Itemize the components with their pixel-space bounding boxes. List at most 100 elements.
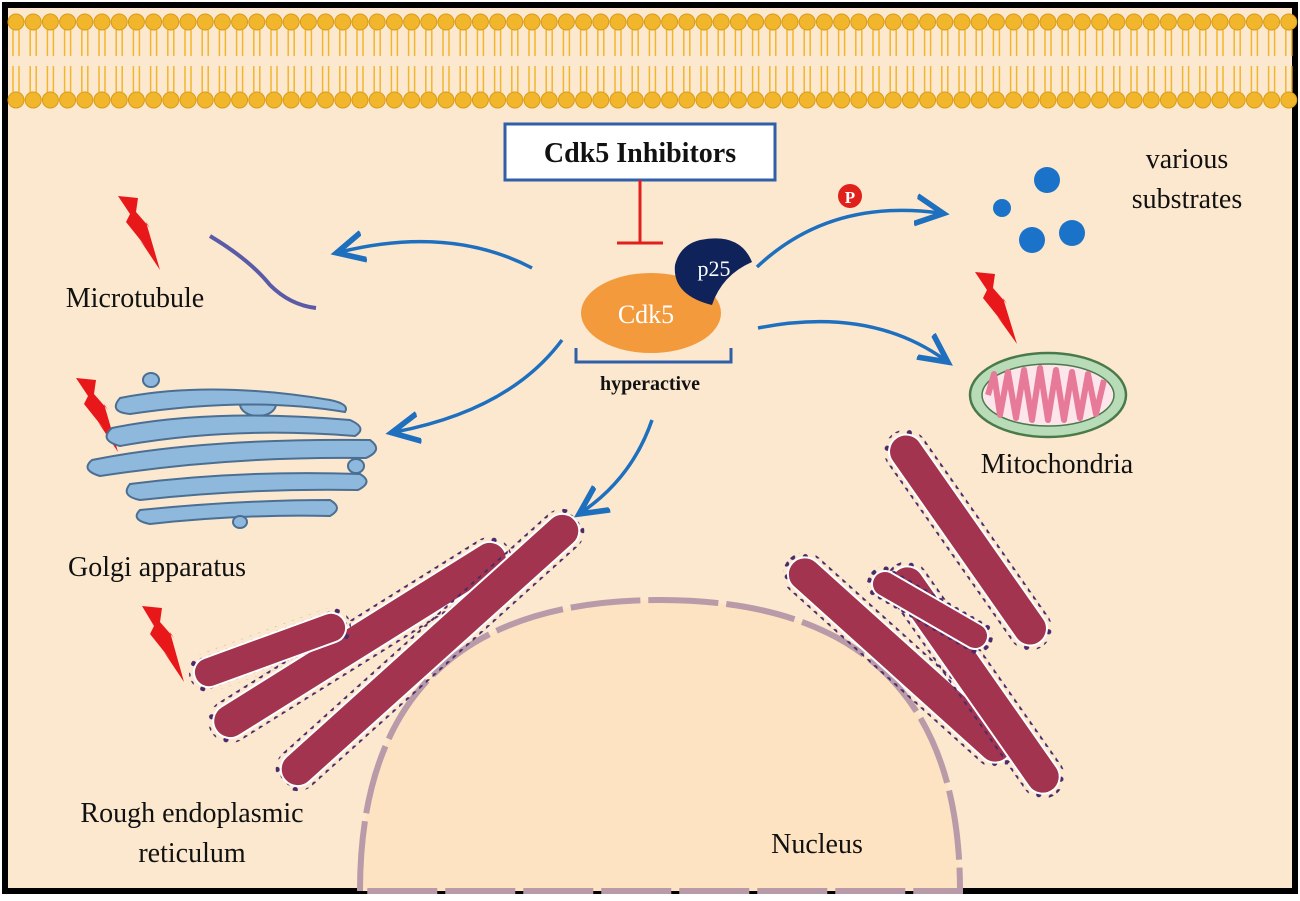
lipid-head: [678, 91, 696, 109]
cdk5-label: Cdk5: [618, 300, 674, 329]
lipid-head: [609, 91, 627, 109]
golgi-shape: [86, 372, 377, 529]
lipid-head: [833, 91, 851, 109]
rough-er-right: [782, 429, 1065, 799]
lipid-head: [368, 91, 386, 109]
lipid-head: [1056, 13, 1074, 31]
lipid-head: [265, 91, 283, 109]
lipid-head: [1194, 13, 1212, 31]
lipid-head: [454, 13, 472, 31]
hyperactive-bracket: hyperactive: [574, 348, 733, 395]
lightning-bolt-icon: [142, 606, 184, 682]
lipid-head: [213, 13, 231, 31]
lipid-head: [1056, 91, 1074, 109]
microtubule-label: Microtubule: [66, 283, 204, 314]
lipid-head: [1211, 91, 1229, 109]
lipid-head: [609, 13, 627, 31]
lightning-bolt-icon: [118, 196, 160, 270]
lipid-head: [282, 13, 300, 31]
lipid-head: [540, 91, 558, 109]
lipid-head: [299, 91, 317, 109]
lipid-head: [489, 13, 507, 31]
lipid-head: [953, 13, 971, 31]
lipid-head: [41, 13, 59, 31]
lipid-head: [884, 13, 902, 31]
lipid-head: [781, 91, 799, 109]
lipid-head: [936, 91, 954, 109]
lipid-head: [695, 91, 713, 109]
lipid-head: [317, 91, 335, 109]
lipid-head: [1228, 13, 1246, 31]
p25-label: p25: [698, 256, 731, 281]
substrates-label-line2: substrates: [1132, 184, 1242, 215]
arrow-to-golgi: [395, 338, 564, 432]
lipid-head: [833, 13, 851, 31]
lipid-head: [729, 91, 747, 109]
lipid-head: [162, 13, 180, 31]
lipid-head: [1280, 13, 1298, 31]
rer-label-line2: reticulum: [138, 838, 246, 869]
lipid-head: [282, 91, 300, 109]
lipid-head: [59, 13, 77, 31]
lipid-head: [145, 13, 163, 31]
lipid-head: [747, 91, 765, 109]
lipid-head: [523, 13, 541, 31]
lipid-head: [196, 13, 214, 31]
lipid-head: [987, 13, 1005, 31]
lipid-head: [1073, 13, 1091, 31]
inhibitor-label: Cdk5 Inhibitors: [544, 138, 736, 169]
phosphate-label: P: [845, 188, 855, 207]
lipid-head: [162, 91, 180, 109]
lipid-head: [936, 13, 954, 31]
lipid-head: [351, 91, 369, 109]
lipid-head: [1245, 13, 1263, 31]
mitochondria-shape: [968, 351, 1128, 439]
substrate-dots: [993, 167, 1085, 253]
lipid-head: [471, 13, 489, 31]
lipid-head: [317, 13, 335, 31]
cdk5-enzyme: Cdk5 p25: [581, 238, 752, 353]
lipid-head: [7, 91, 25, 109]
lipid-head: [661, 13, 679, 31]
lipid-head: [420, 91, 438, 109]
lipid-head: [179, 91, 197, 109]
nucleus-shape: [356, 596, 964, 894]
lipid-head: [592, 13, 610, 31]
lipid-head: [265, 13, 283, 31]
lipid-head: [919, 13, 937, 31]
lipid-head: [506, 91, 524, 109]
lipid-head: [781, 13, 799, 31]
lipid-head: [970, 91, 988, 109]
lipid-head: [1211, 13, 1229, 31]
p25-shape: [674, 238, 752, 305]
lipid-head: [1142, 91, 1160, 109]
lipid-head: [850, 13, 868, 31]
lipid-head: [867, 91, 885, 109]
lipid-head: [179, 13, 197, 31]
lipid-head: [489, 91, 507, 109]
lipid-head: [1022, 91, 1040, 109]
lipid-head: [557, 13, 575, 31]
lipid-head: [729, 13, 747, 31]
lipid-head: [987, 91, 1005, 109]
lipid-head: [76, 91, 94, 109]
lipid-head: [919, 91, 937, 109]
lipid-head: [420, 13, 438, 31]
lipid-head: [385, 91, 403, 109]
lipid-head: [1108, 91, 1126, 109]
lipid-head: [1194, 91, 1212, 109]
lipid-head: [248, 13, 266, 31]
hyperactive-label: hyperactive: [600, 373, 700, 395]
lipid-head: [1022, 13, 1040, 31]
lipid-head: [1091, 13, 1109, 31]
lipid-head: [764, 13, 782, 31]
lipid-head: [884, 91, 902, 109]
lipid-head: [7, 13, 25, 31]
lipid-head: [1142, 13, 1160, 31]
lipid-head: [110, 13, 128, 31]
inhibition-arrow: [617, 180, 663, 245]
arrow-to-rer: [582, 419, 654, 512]
lipid-head: [334, 13, 352, 31]
lipid-head: [127, 91, 145, 109]
